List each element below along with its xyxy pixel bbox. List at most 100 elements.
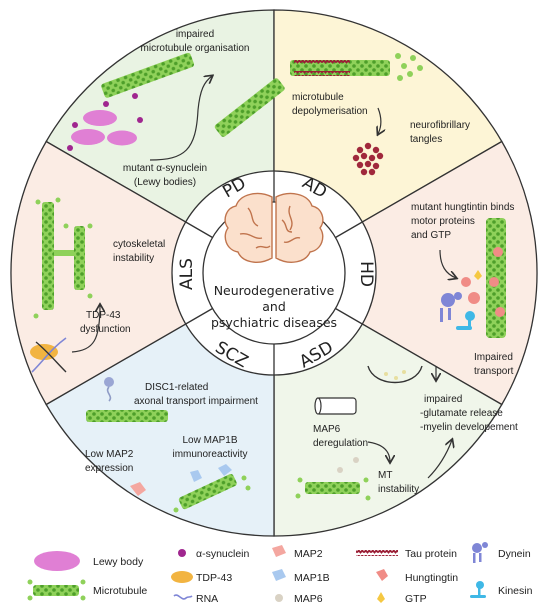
pd-illustration: impaired microtubule organisation mutant… — [67, 29, 285, 188]
rna-strand-icon — [35, 341, 67, 373]
center-title-line-3: psychiatric diseases — [211, 315, 337, 330]
legend-lewy-body-swatch — [34, 551, 80, 571]
vesicle-icon — [394, 376, 398, 380]
tubulin-dimer — [63, 223, 69, 229]
alpha-synuclein-icon — [67, 145, 73, 151]
legend-kinesin-swatch — [470, 581, 486, 598]
tubulin-dimer — [241, 475, 247, 481]
sector-abbr-hd: HD — [356, 261, 376, 287]
tubulin-dimer — [295, 493, 301, 499]
asd-label-instability: instability — [378, 484, 419, 495]
alpha-synuclein-icon — [137, 117, 143, 123]
legend-hungtingtin-label: Hungtingtin — [405, 572, 458, 584]
als-label-instability: instability — [113, 253, 154, 264]
legend-alpha-synuclein-swatch — [178, 549, 186, 557]
legend-microtubule-dimer — [27, 579, 33, 585]
microtubule — [86, 410, 168, 422]
kinesin-icon — [456, 311, 475, 330]
alpha-synuclein-icon — [103, 101, 109, 107]
tubulin-dimer — [55, 197, 61, 203]
asd-arrow-1 — [367, 441, 390, 462]
hd-label-line-2: motor proteins — [411, 216, 475, 227]
asd-label-deregulation: deregulation — [313, 438, 368, 449]
center-title-line-1: Neurodegenerative — [214, 283, 335, 298]
microtubule-cylinder-end — [314, 397, 322, 415]
als-illustration: cytoskeletal instability TDP-43 dysfunct… — [30, 197, 165, 373]
tau-protein-icon — [294, 71, 350, 76]
legend-microtubule-dimer — [27, 595, 33, 601]
hd-label-line-1: mutant hungtintin binds — [411, 202, 514, 213]
tubulin-dimer — [363, 477, 369, 483]
neurofibrillary-tangle-icon — [352, 142, 384, 176]
scz-label-axonal: axonal transport impairment — [134, 396, 258, 407]
hd-arrow — [439, 249, 456, 278]
vesicle-icon — [384, 372, 388, 376]
asd-label-glutamate: -glutamate release — [420, 408, 503, 419]
legend-hungtingtin-swatch — [376, 569, 388, 581]
hungtingtin-icon — [495, 307, 505, 317]
microtubule — [178, 473, 237, 510]
hungtingtin-icon — [493, 247, 503, 257]
ad-label-neurofibrillary: neurofibrillary — [410, 120, 470, 131]
gtp-icon — [474, 270, 482, 280]
legend-kinesin-label: Kinesin — [498, 585, 533, 597]
legend-rna-swatch — [173, 594, 193, 600]
pd-label-impaired: impaired — [176, 29, 214, 40]
tubulin-dimer — [407, 71, 413, 77]
legend-tdp43-label: TDP-43 — [196, 572, 232, 584]
microtubule — [74, 226, 85, 290]
alpha-synuclein-icon — [72, 122, 78, 128]
microtubule — [101, 52, 194, 98]
ad-label-microtubule: microtubule — [292, 92, 344, 103]
pd-arrow — [149, 76, 212, 161]
legend-map6-swatch — [275, 594, 283, 602]
tubulin-dimer — [87, 293, 93, 299]
legend: Lewy body Microtubule α-synuclein TDP-43… — [27, 542, 533, 605]
legend-tau-swatch — [356, 550, 398, 556]
rna-icon — [104, 377, 114, 402]
legend-microtubule-dimer — [80, 579, 86, 585]
legend-tdp43-swatch — [171, 571, 193, 583]
sector-hd-background — [272, 140, 538, 406]
scz-illustration: DISC1-related axonal transport impairmen… — [85, 377, 258, 513]
legend-tau-label: Tau protein — [405, 548, 457, 560]
als-label-cytoskeletal: cytoskeletal — [113, 239, 165, 250]
als-arrow — [71, 305, 100, 353]
center-title-line-2: and — [262, 299, 286, 314]
lewy-body-icon — [71, 129, 105, 145]
ad-label-depolymerisation: depolymerisation — [292, 106, 368, 117]
tubulin-dimer — [87, 223, 93, 229]
asd-label-impaired: impaired — [424, 394, 462, 405]
legend-dynein-label: Dynein — [498, 548, 531, 560]
legend-map2-label: MAP2 — [294, 548, 323, 560]
sector-abbr-als: ALS — [177, 258, 197, 290]
legend-map1b-label: MAP1B — [294, 572, 330, 584]
vesicle-icon — [402, 370, 406, 374]
tubulin-dimer — [297, 477, 303, 483]
pd-label-lewy-bodies: (Lewy bodies) — [134, 177, 196, 188]
map6-icon — [337, 467, 343, 473]
legend-microtubule-dimer — [80, 595, 86, 601]
ad-label-tangles: tangles — [410, 134, 442, 145]
hd-illustration: mutant hungtintin binds motor proteins a… — [411, 202, 514, 377]
brain-icon — [224, 192, 324, 263]
asd-label-map6: MAP6 — [313, 424, 341, 435]
microtubule — [305, 482, 360, 494]
tubulin-dimer — [33, 313, 39, 319]
microtubule-cylinder-icon — [315, 397, 357, 415]
synapse-icon — [367, 365, 423, 384]
map1b-icon — [190, 470, 202, 482]
scz-label-low-map1b: Low MAP1B — [182, 435, 237, 446]
hungtingtin-icon — [489, 277, 499, 287]
ring-dividers — [185, 171, 363, 375]
tubulin-dimer — [417, 65, 423, 71]
scz-label-immunoreactivity: immunoreactivity — [172, 449, 247, 460]
pd-label-mutant-synuclein: mutant α-synuclein — [123, 163, 207, 174]
tau-protein-icon — [294, 60, 350, 65]
asd-label-mt: MT — [378, 470, 392, 481]
microtubule — [214, 78, 285, 137]
scz-label-disc1: DISC1-related — [145, 382, 208, 393]
tdp43-icon — [30, 344, 58, 360]
hd-label-transport: transport — [474, 366, 514, 377]
